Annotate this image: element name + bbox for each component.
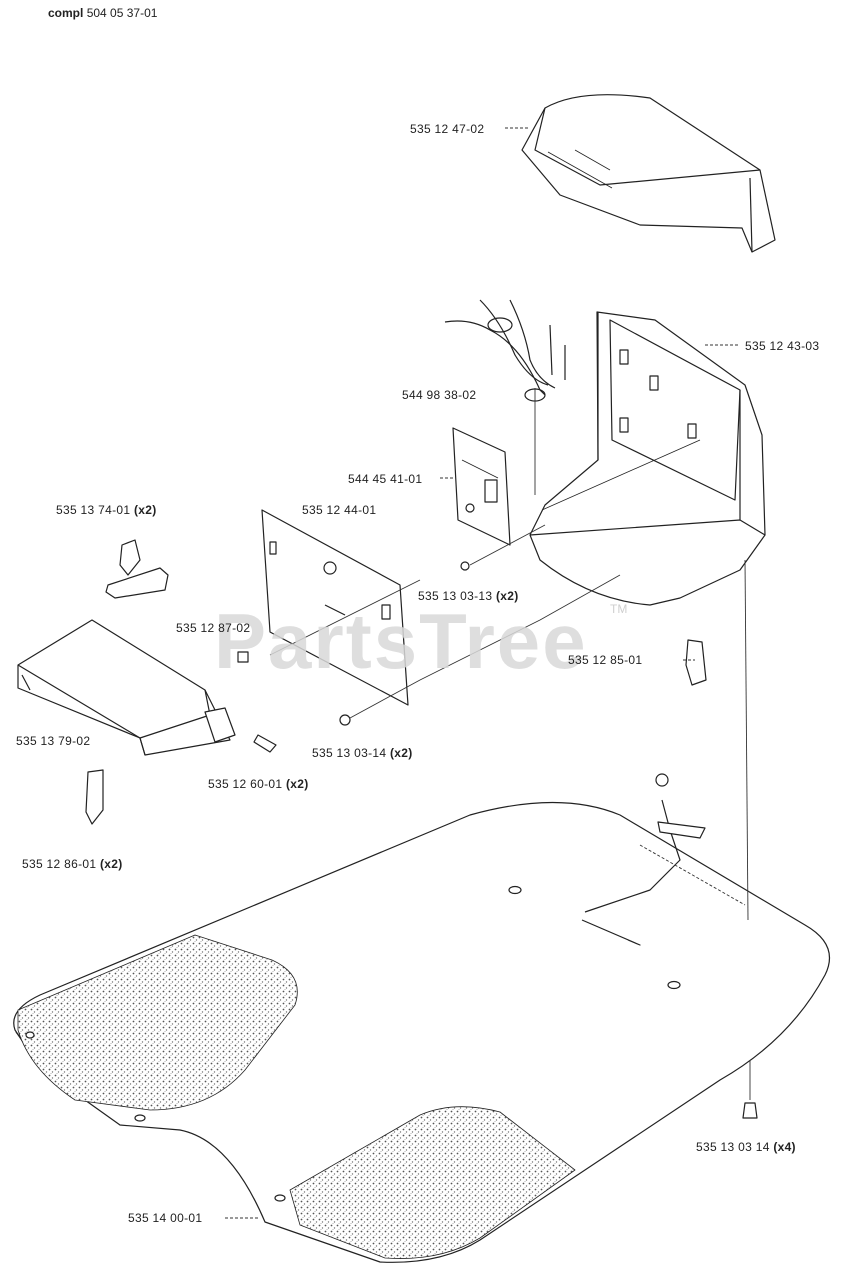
screw-535-13-03-13 — [460, 561, 470, 571]
part-number: 535 12 60-01 — [208, 777, 283, 791]
label-535-13-74-01[interactable]: 535 13 74-01 (x2) — [56, 503, 157, 517]
label-535-12-87-02[interactable]: 535 12 87-02 — [176, 621, 250, 635]
tray-part — [17, 619, 236, 756]
label-535-13-79-02[interactable]: 535 13 79-02 — [16, 734, 90, 748]
circuit-board-part — [452, 427, 511, 546]
header-number: 504 05 37-01 — [86, 6, 158, 20]
label-544-45-41-01[interactable]: 544 45 41-01 — [348, 472, 422, 486]
label-535-12-86-01[interactable]: 535 12 86-01 (x2) — [22, 857, 123, 871]
label-535-12-44-01[interactable]: 535 12 44-01 — [302, 503, 376, 517]
part-quantity: (x2) — [99, 857, 123, 871]
part-quantity: (x4) — [773, 1140, 796, 1154]
label-535-12-43-03[interactable]: 535 12 43-03 — [745, 339, 819, 353]
pin-535-12-60-01 — [253, 734, 277, 753]
part-number: 535 14 00-01 — [128, 1211, 203, 1225]
part-quantity: (x2) — [285, 777, 309, 791]
part-quantity: (x2) — [389, 746, 413, 760]
label-535-12-47-02[interactable]: 535 12 47-02 — [410, 122, 484, 136]
part-number: 544 45 41-01 — [348, 472, 423, 486]
housing-part — [529, 311, 766, 606]
screw-535-13-03-14 — [339, 714, 351, 726]
part-number: 535 13 74-01 — [56, 503, 131, 517]
watermark-logo: PartsTree — [214, 597, 588, 685]
part-number: 535 13 03 14 — [696, 1140, 770, 1154]
part-quantity: (x2) — [495, 589, 519, 603]
part-number: 535 12 44-01 — [302, 503, 377, 517]
label-544-98-38-02[interactable]: 544 98 38-02 — [402, 388, 476, 402]
part-number: 535 13 79-02 — [16, 734, 91, 748]
label-535-14-00-01[interactable]: 535 14 00-01 — [128, 1211, 202, 1225]
part-number: 535 13 03-13 — [418, 589, 493, 603]
clip-part — [105, 539, 169, 599]
part-number: 535 12 47-02 — [410, 122, 485, 136]
part-number: 535 12 85-01 — [568, 653, 643, 667]
part-number: 535 12 43-03 — [745, 339, 820, 353]
label-535-12-85-01[interactable]: 535 12 85-01 — [568, 653, 642, 667]
header-prefix: compl — [48, 6, 84, 20]
part-quantity: (x2) — [133, 503, 157, 517]
screw-535-13-03-14-x4 — [742, 1102, 758, 1119]
connector-535-12-85-01 — [685, 639, 707, 686]
label-535-13-03-13[interactable]: 535 13 03-13 (x2) — [418, 589, 519, 603]
top-cover-part — [521, 94, 776, 253]
pin-535-12-87-02 — [237, 651, 249, 663]
label-535-12-60-01[interactable]: 535 12 60-01 (x2) — [208, 777, 309, 791]
label-535-13-03-14-x4[interactable]: 535 13 03 14 (x4) — [696, 1140, 796, 1154]
part-number: 535 13 03-14 — [312, 746, 387, 760]
plate-part — [261, 509, 409, 706]
label-535-13-03-14[interactable]: 535 13 03-14 (x2) — [312, 746, 413, 760]
cable-clip-535-12-86-01 — [85, 769, 104, 825]
watermark-trademark: TM — [610, 602, 628, 616]
diagram-header: compl 504 05 37-01 — [48, 6, 157, 20]
wiring-harness-part — [444, 299, 566, 402]
part-number: 535 12 86-01 — [22, 857, 97, 871]
part-number: 544 98 38-02 — [402, 388, 477, 402]
base-plate-part — [13, 773, 831, 1263]
leader-lines — [225, 127, 751, 1219]
part-number: 535 12 87-02 — [176, 621, 251, 635]
